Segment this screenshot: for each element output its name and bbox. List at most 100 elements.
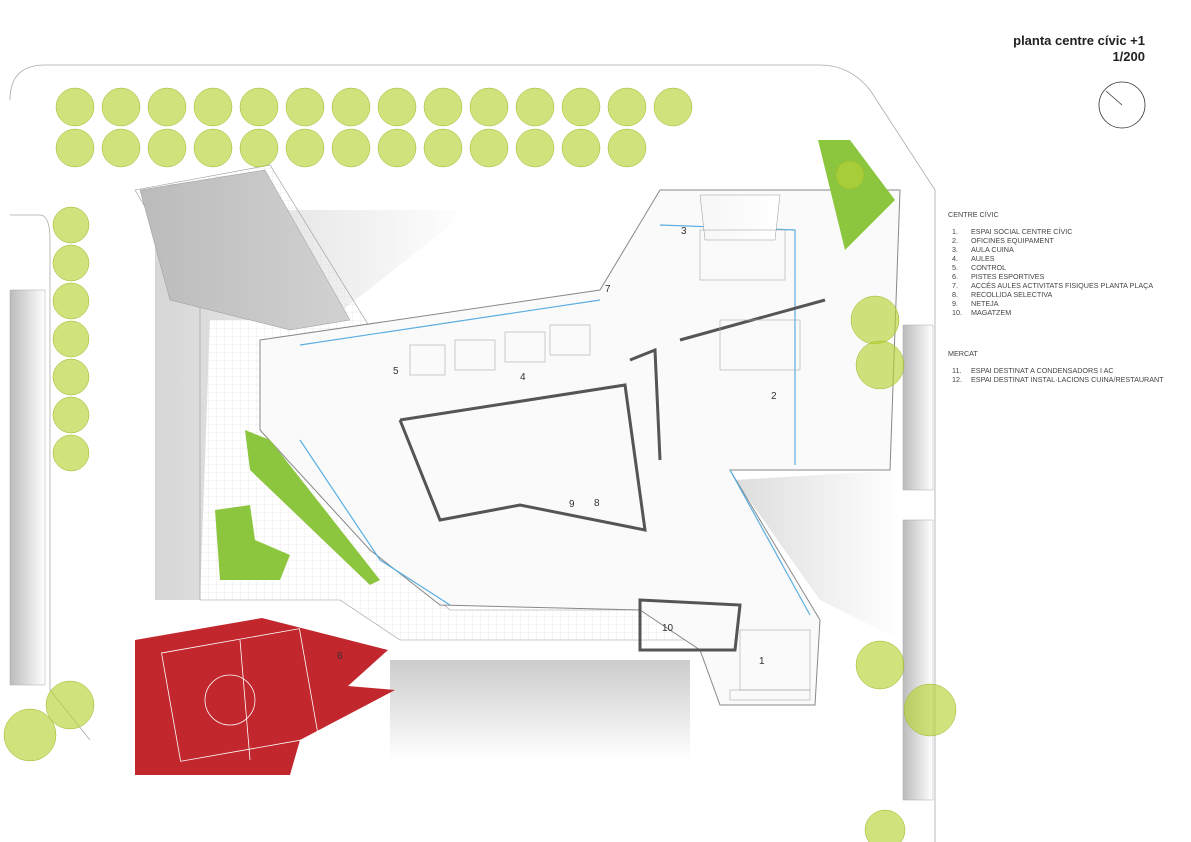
tree-icon <box>423 87 463 127</box>
legend-item-label: OFICINES EQUIPAMENT <box>971 236 1054 245</box>
tree-icon <box>3 708 57 762</box>
glazing <box>299 224 811 616</box>
room-label-3: 3 <box>681 226 687 237</box>
tree-icon <box>850 295 900 345</box>
legend-item-label: MAGATZEM <box>971 308 1012 317</box>
tree-icon <box>377 87 417 127</box>
legend-item-number: 9. <box>952 299 958 308</box>
room-label-2: 2 <box>771 391 777 402</box>
plan-title: planta centre cívic +1 1/200 <box>1013 33 1145 65</box>
tree-icon <box>423 128 463 168</box>
legend-item-number: 4. <box>952 254 958 263</box>
tree-icon <box>653 87 693 127</box>
tree-icon <box>285 128 325 168</box>
void-south <box>390 660 690 760</box>
legend-item-number: 1. <box>952 227 958 236</box>
legend-item-label: NETEJA <box>971 299 999 308</box>
legend-item: 8.RECOLLIDA SELECTIVA <box>948 290 1164 299</box>
legend-item: 1. ESPAI SOCIAL CENTRE CÍVIC <box>948 227 1164 236</box>
tree-icon <box>515 87 555 127</box>
legend-item-label: ESPAI DESTINAT INSTAL·LACIONS CUINA/REST… <box>971 375 1164 384</box>
legend-item-label: AULA CUINA <box>971 245 1014 254</box>
void-east <box>735 470 900 640</box>
tree-icon <box>469 87 509 127</box>
tree-icon <box>607 128 647 168</box>
legend-item-label: CONTROL <box>971 263 1007 272</box>
legend-item-number: 6. <box>952 272 958 281</box>
tree-icon <box>52 396 90 434</box>
tree-icon <box>52 320 90 358</box>
tree-icon <box>855 640 905 690</box>
legend-item: 7. ACCÉS AULES ACTIVITATS FISIQUES PLANTA… <box>948 281 1164 290</box>
tree-icon <box>52 244 90 282</box>
room-label-6: 6 <box>337 651 343 662</box>
tree-icon <box>55 87 95 127</box>
plan-title-text: planta centre cívic +1 <box>1013 33 1145 48</box>
tree-icon <box>835 160 865 190</box>
tree-icon <box>52 282 90 320</box>
tree-icon <box>147 87 187 127</box>
legend-item-number: 7. <box>952 281 958 290</box>
legend-item: 3. AULA CUINA <box>948 245 1164 254</box>
legend-item: 2. OFICINES EQUIPAMENT <box>948 236 1164 245</box>
trees <box>3 87 957 842</box>
tree-icon <box>52 358 90 396</box>
tree-icon <box>469 128 509 168</box>
legend-item-number: 11. <box>952 366 962 375</box>
tree-icon <box>903 683 957 737</box>
legend-heading-centre-civic: CENTRE CÍVIC <box>948 210 999 219</box>
tree-icon <box>377 128 417 168</box>
tree-icon <box>45 680 95 730</box>
tree-icon <box>239 128 279 168</box>
legend-item-number: 5. <box>952 263 958 272</box>
tree-icon <box>239 87 279 127</box>
legend-item: 4. AULES <box>948 254 1164 263</box>
tree-icon <box>101 128 141 168</box>
tree-icon <box>561 87 601 127</box>
legend-item: 11.ESPAI DESTINAT A CONDENSADORS I AC <box>948 366 1164 375</box>
legend-item: 10. MAGATZEM <box>948 308 1164 317</box>
legend-item-label: AULES <box>971 254 995 263</box>
room-label-8: 8 <box>594 498 600 509</box>
room-label-4: 4 <box>520 372 526 383</box>
legend-heading-mercat: MERCAT <box>948 349 978 358</box>
room-label-1: 1 <box>759 656 765 667</box>
legend-item-number: 3. <box>952 245 958 254</box>
tree-icon <box>52 434 90 472</box>
tree-icon <box>52 206 90 244</box>
north-arrow-icon <box>1098 81 1146 129</box>
tree-icon <box>101 87 141 127</box>
room-label-9: 9 <box>569 499 575 510</box>
tree-icon <box>855 340 905 390</box>
legend-item: 9. NETEJA <box>948 299 1164 308</box>
tree-icon <box>147 128 187 168</box>
legend-item: 5. CONTROL <box>948 263 1164 272</box>
legend: CENTRE CÍVIC 1. ESPAI SOCIAL CENTRE CÍVIC… <box>948 210 1164 384</box>
legend-item-label: PISTES ESPORTIVES <box>971 272 1045 281</box>
legend-item-label: ESPAI SOCIAL CENTRE CÍVIC <box>971 227 1073 236</box>
room-label-10: 10 <box>662 623 674 634</box>
legend-item-number: 8. <box>952 290 958 299</box>
tree-icon <box>331 128 371 168</box>
tree-icon <box>193 128 233 168</box>
sports-court <box>135 618 395 775</box>
legend-item-number: 2. <box>952 236 958 245</box>
tree-icon <box>285 87 325 127</box>
legend-item: 6. PISTES ESPORTIVES <box>948 272 1164 281</box>
site-boundary <box>9 64 936 842</box>
legend-item-number: 12. <box>952 375 962 384</box>
tree-icon <box>561 128 601 168</box>
room-label-7: 7 <box>605 284 611 295</box>
room-label-5: 5 <box>393 366 399 377</box>
tree-icon <box>55 128 95 168</box>
tree-icon <box>864 809 906 842</box>
plan-scale: 1/200 <box>1112 49 1145 64</box>
legend-item-number: 10. <box>952 308 962 317</box>
tree-icon <box>193 87 233 127</box>
legend-item: 12. ESPAI DESTINAT INSTAL·LACIONS CUINA/R… <box>948 375 1164 384</box>
tree-icon <box>515 128 555 168</box>
tree-icon <box>607 87 647 127</box>
tree-icon <box>331 87 371 127</box>
legend-item-label: ACCÉS AULES ACTIVITATS FISIQUES PLANTA P… <box>971 281 1154 290</box>
